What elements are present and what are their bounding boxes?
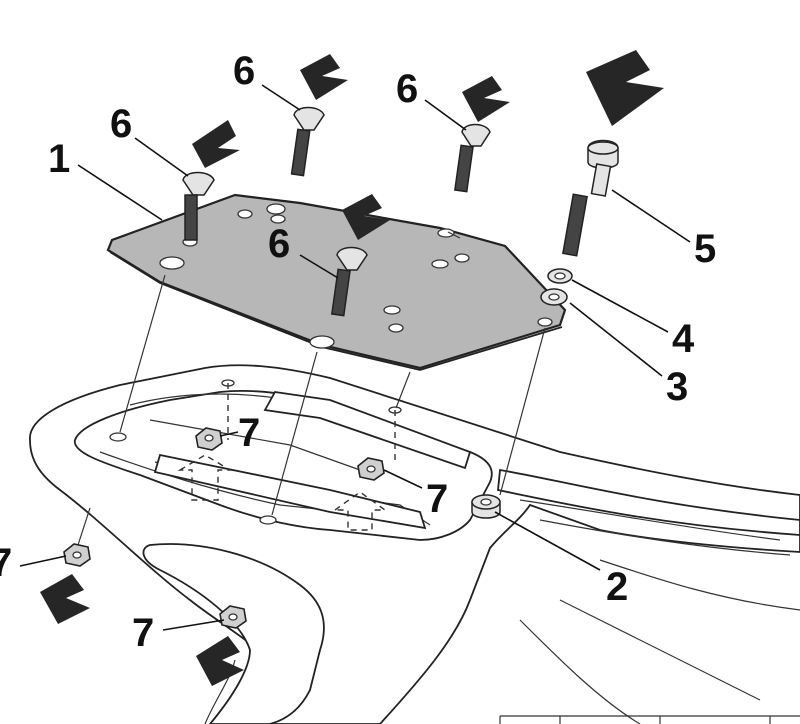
- screw-6-top-left: [290, 106, 325, 177]
- callout-7-upper-left: 7: [238, 411, 260, 455]
- callout-6-center: 6: [268, 222, 290, 266]
- down-arrow-icon: [192, 120, 240, 168]
- down-arrow-large-icon: [586, 50, 664, 126]
- nut-7-center: [357, 457, 385, 481]
- leader-lines: [19, 84, 691, 631]
- callout-3: 3: [666, 365, 688, 409]
- up-arrow-icon: [196, 636, 244, 686]
- callout-7-bottom: 7: [132, 611, 154, 655]
- hidden-direction-arrows: [177, 383, 396, 531]
- callout-7-center: 7: [426, 477, 448, 521]
- callout-2: 2: [606, 565, 628, 609]
- down-arrow-icon: [462, 76, 510, 122]
- down-arrow-icon: [342, 194, 390, 240]
- washer-3: [540, 288, 568, 306]
- nut-7-lower-left: [63, 543, 91, 567]
- callout-6-top-left: 6: [233, 49, 255, 93]
- rear-rack-frame: [29, 364, 800, 724]
- down-arrow-icon: [300, 54, 348, 100]
- screw-6-left: [182, 171, 215, 241]
- callout-5: 5: [694, 227, 716, 271]
- bolt-5: [562, 139, 619, 257]
- callout-6-top-right: 6: [396, 67, 418, 111]
- callout-6-left: 6: [110, 102, 132, 146]
- callout-7-lower-left: 7: [0, 541, 12, 585]
- callout-4: 4: [672, 317, 695, 361]
- spacer-2: [471, 494, 501, 519]
- up-arrow-icon: [40, 574, 90, 624]
- screw-6-top-right: [454, 123, 491, 193]
- screw-6-center: [331, 246, 368, 317]
- alignment-lines: [77, 231, 546, 546]
- nut-7-upper-left: [195, 427, 223, 451]
- callout-labels: 1 6 6 6 6 5 4 3 2 7 7 7 7: [0, 49, 716, 655]
- washer-4: [547, 268, 573, 284]
- nut-7-bottom: [219, 605, 247, 629]
- callout-1: 1: [48, 137, 70, 181]
